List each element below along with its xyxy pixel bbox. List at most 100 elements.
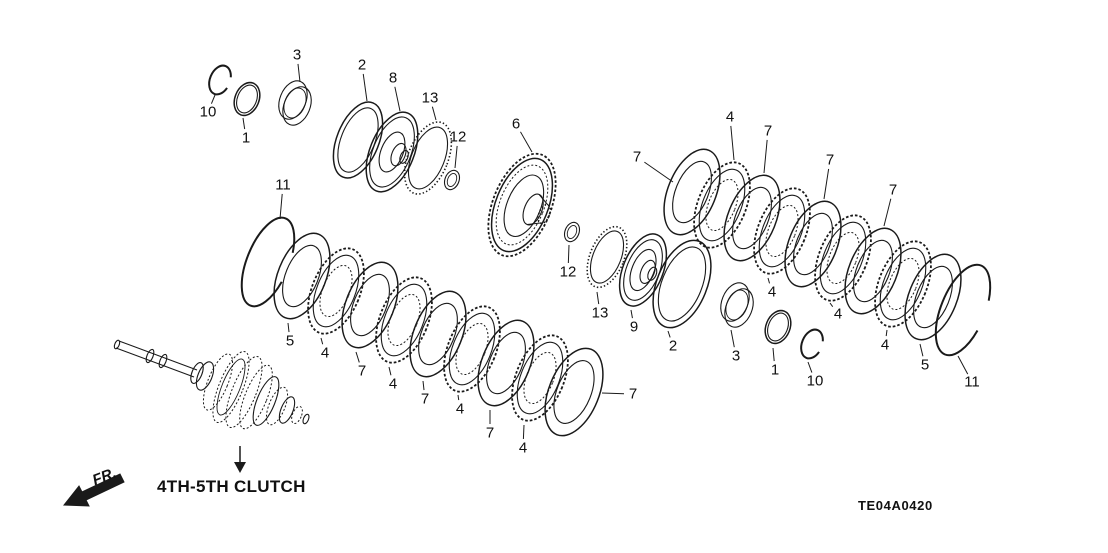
part-plate [544,347,604,437]
leader-line [957,355,969,375]
callout-number: 4 [456,401,464,418]
callout-number: 11 [275,177,291,194]
part-snap [240,216,296,308]
callout-number: 12 [560,264,577,281]
leader-line [279,193,283,220]
mainshaft-assembly [113,339,310,473]
part-ring [332,101,384,179]
fr-arrow-icon [62,473,125,507]
leader-line [667,330,671,338]
leader-line [210,94,216,104]
part-plate [904,253,962,341]
leader-line [730,125,735,161]
callout-number: 4 [321,345,329,362]
callout-number: 4 [768,284,776,301]
callout-number: 7 [889,182,897,199]
part-snap [800,328,824,360]
callout-number: 4 [389,376,397,393]
part-disc [375,276,433,364]
part-ring [233,81,261,117]
leader-line [454,145,458,169]
leader-line [763,139,768,174]
leader-line [630,309,633,319]
parts-layer [208,64,992,437]
callout-number: 1 [242,130,250,147]
part-disc [874,240,932,328]
leader-line [287,322,290,333]
part-coil [278,80,312,126]
callout-number: 7 [358,363,366,380]
leader-line [394,86,401,112]
part-coil [720,282,754,328]
leader-line [522,424,525,440]
callout-number: 3 [732,348,740,365]
callout-number: 12 [450,129,467,146]
callout-number: 6 [512,116,520,133]
callout-number: 10 [200,104,217,121]
part-disc [814,214,872,302]
part-plate [784,200,842,288]
leader-line [823,168,830,200]
callout-number: 13 [422,90,439,107]
part-ring [652,239,712,329]
leader-line [829,302,834,308]
leader-line [388,366,392,376]
assembly-label: 4TH-5TH CLUTCH [157,477,306,496]
leader-line [601,392,625,395]
part-disc [511,334,569,422]
leader-line [457,394,460,401]
callout-number: 1 [771,362,779,379]
leader-line [431,106,437,121]
part-oring [443,169,461,191]
leader-line [520,131,533,153]
leader-line [355,351,360,363]
part-drum6 [487,152,557,258]
part-plate [273,232,331,320]
pointer-arrowhead-icon [234,462,246,473]
callout-number: 7 [764,123,772,140]
leader-line [242,117,246,130]
leader-line [919,343,924,357]
leader-line [883,198,892,227]
callout-number: 7 [633,149,641,166]
leader-line [596,291,600,305]
part-snap [208,64,232,96]
callout-number: 4 [726,109,734,126]
part-disc [753,187,811,275]
callout-number: 8 [389,70,397,87]
part-plate [341,261,399,349]
callout-number: 13 [592,305,609,322]
callout-number: 4 [519,440,527,457]
leader-line [730,329,735,348]
part-plate [663,148,721,236]
part-plate [723,174,781,262]
callout-number: 3 [293,47,301,64]
front-direction-indicator: FR. [62,465,125,507]
leader-line [807,361,813,373]
part-disc [443,305,501,393]
callout-layer: 1013281312611547474747121392311074777444… [200,47,980,457]
part-ring [764,309,792,345]
leader-line [297,63,301,83]
leader-line [362,73,368,102]
part-code: TE04A0420 [858,498,933,513]
callout-number: 7 [629,386,637,403]
callout-number: 5 [286,333,294,350]
part-plate [844,227,902,315]
leader-line [767,277,771,284]
callout-number: 4 [834,306,842,323]
part-disc [693,161,751,249]
callout-number: 2 [669,338,677,355]
callout-number: 7 [826,152,834,169]
callout-number: 9 [630,319,638,336]
callout-number: 7 [421,391,429,408]
callout-number: 4 [881,337,889,354]
part-disc [307,247,365,335]
leader-line [320,337,324,345]
leader-line [567,244,570,264]
leader-line [885,329,888,337]
part-plate [409,290,467,378]
part-plate [477,319,535,407]
